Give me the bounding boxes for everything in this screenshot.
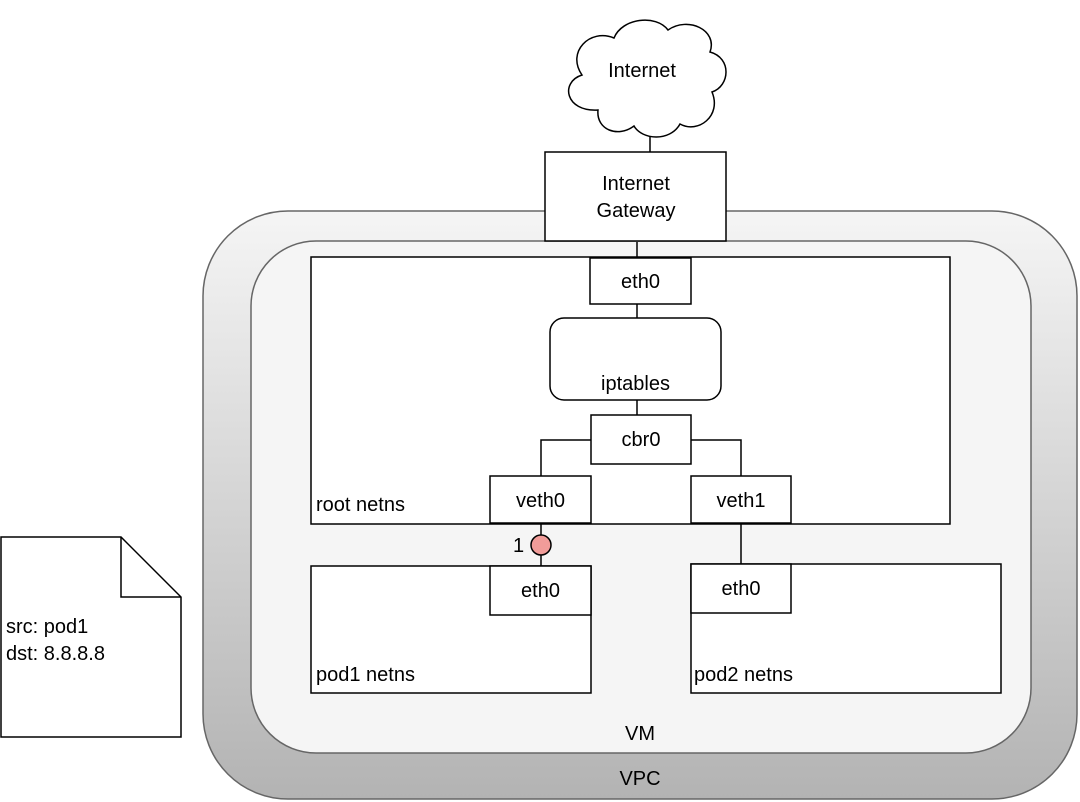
pod1-eth0-label: eth0 — [521, 580, 560, 602]
pod2-netns-label: pod2 netns — [694, 664, 793, 686]
pod1-netns-label: pod1 netns — [316, 664, 415, 686]
cbr0-label: cbr0 — [621, 429, 661, 451]
packet-marker — [530, 534, 552, 556]
veth0-box — [489, 475, 592, 524]
pod2-eth0-label: eth0 — [721, 578, 761, 600]
iptables-label: iptables — [601, 373, 670, 395]
packet-document — [0, 536, 182, 738]
veth1-label: veth1 — [716, 490, 766, 512]
vm-label: VM — [625, 723, 655, 745]
root-eth0-box — [589, 257, 692, 305]
internet-gateway-box — [544, 151, 727, 242]
root-eth0-label: eth0 — [621, 271, 660, 293]
packet-dst-label: dst: 8.8.8.8 — [6, 643, 105, 665]
internet-label: Internet — [608, 60, 676, 82]
root-netns-label: root netns — [316, 494, 405, 516]
internet-cloud — [567, 19, 727, 138]
packet-src-label: src: pod1 — [6, 616, 89, 638]
internet-gateway-label: Internet Gateway — [596, 173, 676, 222]
packet-step-label: 1 — [513, 535, 525, 557]
pod1-eth0-box — [489, 565, 592, 616]
vpc-label: VPC — [619, 768, 661, 790]
veth0-label: veth0 — [516, 490, 565, 512]
cbr0-box — [590, 414, 692, 465]
iptables-box — [549, 317, 722, 401]
pod2-eth0-box — [690, 563, 792, 614]
veth1-box — [690, 475, 792, 524]
